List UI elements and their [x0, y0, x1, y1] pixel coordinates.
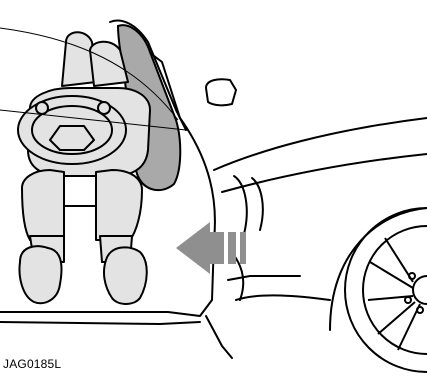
figure-code: JAG0185L	[3, 357, 61, 371]
side-impact-arrow-icon	[176, 222, 246, 274]
front-wheel	[345, 208, 427, 372]
